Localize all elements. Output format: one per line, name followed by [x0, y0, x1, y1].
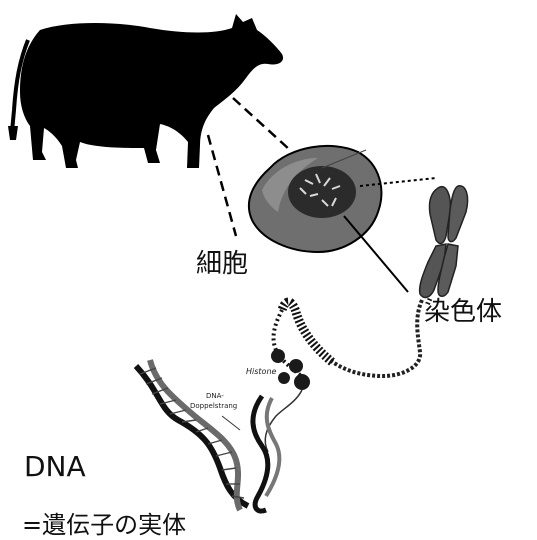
dna-second-strand: [253, 396, 279, 511]
chromosome: [420, 186, 468, 298]
dna-doppelstrang-label-2: Doppelstrang: [190, 402, 237, 410]
histone-label: Histone: [246, 367, 277, 376]
nucleus: [288, 166, 356, 218]
label-dna: DNA: [24, 450, 86, 483]
cow-tail-tuft: [8, 126, 18, 140]
nucleus-to-chromosome-bottom: [344, 216, 408, 292]
zoom-line-2: [208, 135, 236, 236]
cow-silhouette: [20, 14, 283, 168]
solenoid: [282, 302, 332, 362]
label-cell: 細胞: [196, 243, 248, 280]
label-gene-entity: =遺伝子の実体: [22, 505, 186, 540]
nucleosomes: [271, 349, 310, 390]
zoom-line-1: [233, 98, 290, 150]
dna-doppelstrang-label-1: DNA-: [206, 392, 224, 400]
label-chromosome: 染色体: [424, 291, 502, 328]
dna-ribbon: [136, 360, 248, 510]
chromatin-fiber: [330, 300, 422, 376]
dna-label-pointer: [222, 416, 240, 430]
